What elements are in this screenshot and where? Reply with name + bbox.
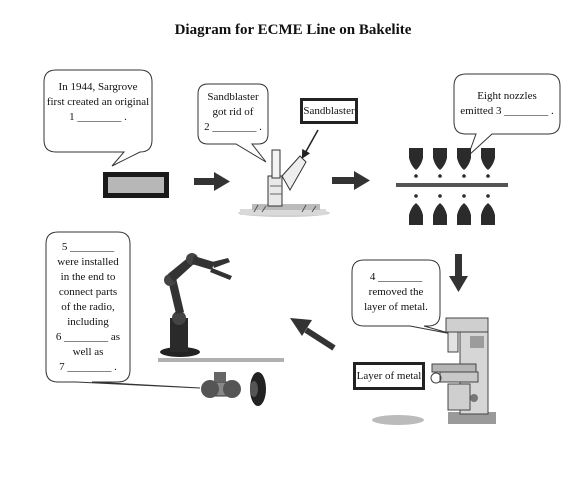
speech-bubble-step-2 [197, 83, 269, 163]
step-4-line-2: removed the [368, 286, 424, 298]
step-3-line-1: Eight nozzles [477, 90, 537, 102]
step-2-text: Sandblaster got rid of 2 ________ . [198, 90, 268, 135]
step-3-line-2: emitted 3 ________ . [460, 105, 554, 117]
step-1-text: In 1944, Sargrove first created an origi… [44, 80, 152, 125]
step-5-line-5: of the radio, [61, 301, 115, 313]
radio-parts-icon [201, 372, 266, 406]
step-4-text: 4 ________ removed the layer of metal. [352, 270, 440, 315]
step-5-line-6: including [67, 316, 109, 328]
arrow-up-left-icon [290, 318, 336, 351]
robot-arm-icon [158, 253, 284, 362]
step-5-line-7: 6 ________ as [55, 331, 121, 343]
speech-bubble-step-1 [43, 69, 153, 167]
step-1-line-1: In 1944, Sargrove [58, 81, 138, 93]
speech-bubble-step-3 [453, 73, 561, 157]
step-5-line-3: in the end to [60, 271, 116, 283]
step-1-line-2: first created an original [46, 96, 150, 108]
step-5-line-1: 5 ________ [61, 241, 115, 253]
step-2-line-2: got rid of [212, 106, 254, 118]
step-2-line-3: 2 ________ . [204, 121, 262, 133]
step-5-line-8: well as [72, 346, 104, 358]
sandblaster-label: Sandblaster [300, 98, 358, 124]
sandblaster-machine-icon [238, 129, 330, 217]
speech-bubble-step-4 [351, 259, 453, 335]
arrow-right-icon [194, 172, 230, 191]
step-4-line-1: 4 ________ [369, 271, 423, 283]
step-5-text: 5 ________ were installed in the end to … [46, 240, 130, 375]
step-1-line-3: 1 ________ . [69, 111, 127, 123]
step-5-line-4: connect parts [58, 286, 118, 298]
layer-of-metal-label: Layer of metal [353, 362, 425, 390]
arrow-right-icon [332, 171, 370, 190]
step-5-line-2: were installed [57, 256, 119, 268]
step-5-line-9: 7 ________ . [59, 361, 117, 373]
nozzles-icon [396, 148, 508, 225]
diagram-title: Diagram for ECME Line on Bakelite [174, 22, 412, 38]
milling-machine-icon [372, 317, 496, 425]
step-2-line-1: Sandblaster [207, 91, 259, 103]
bakelite-plate-icon [103, 172, 169, 198]
step-3-text: Eight nozzles emitted 3 ________ . [454, 89, 560, 119]
speech-bubble-step-5 [45, 231, 201, 389]
arrow-down-icon [449, 254, 468, 292]
step-4-line-3: layer of metal. [364, 301, 428, 313]
